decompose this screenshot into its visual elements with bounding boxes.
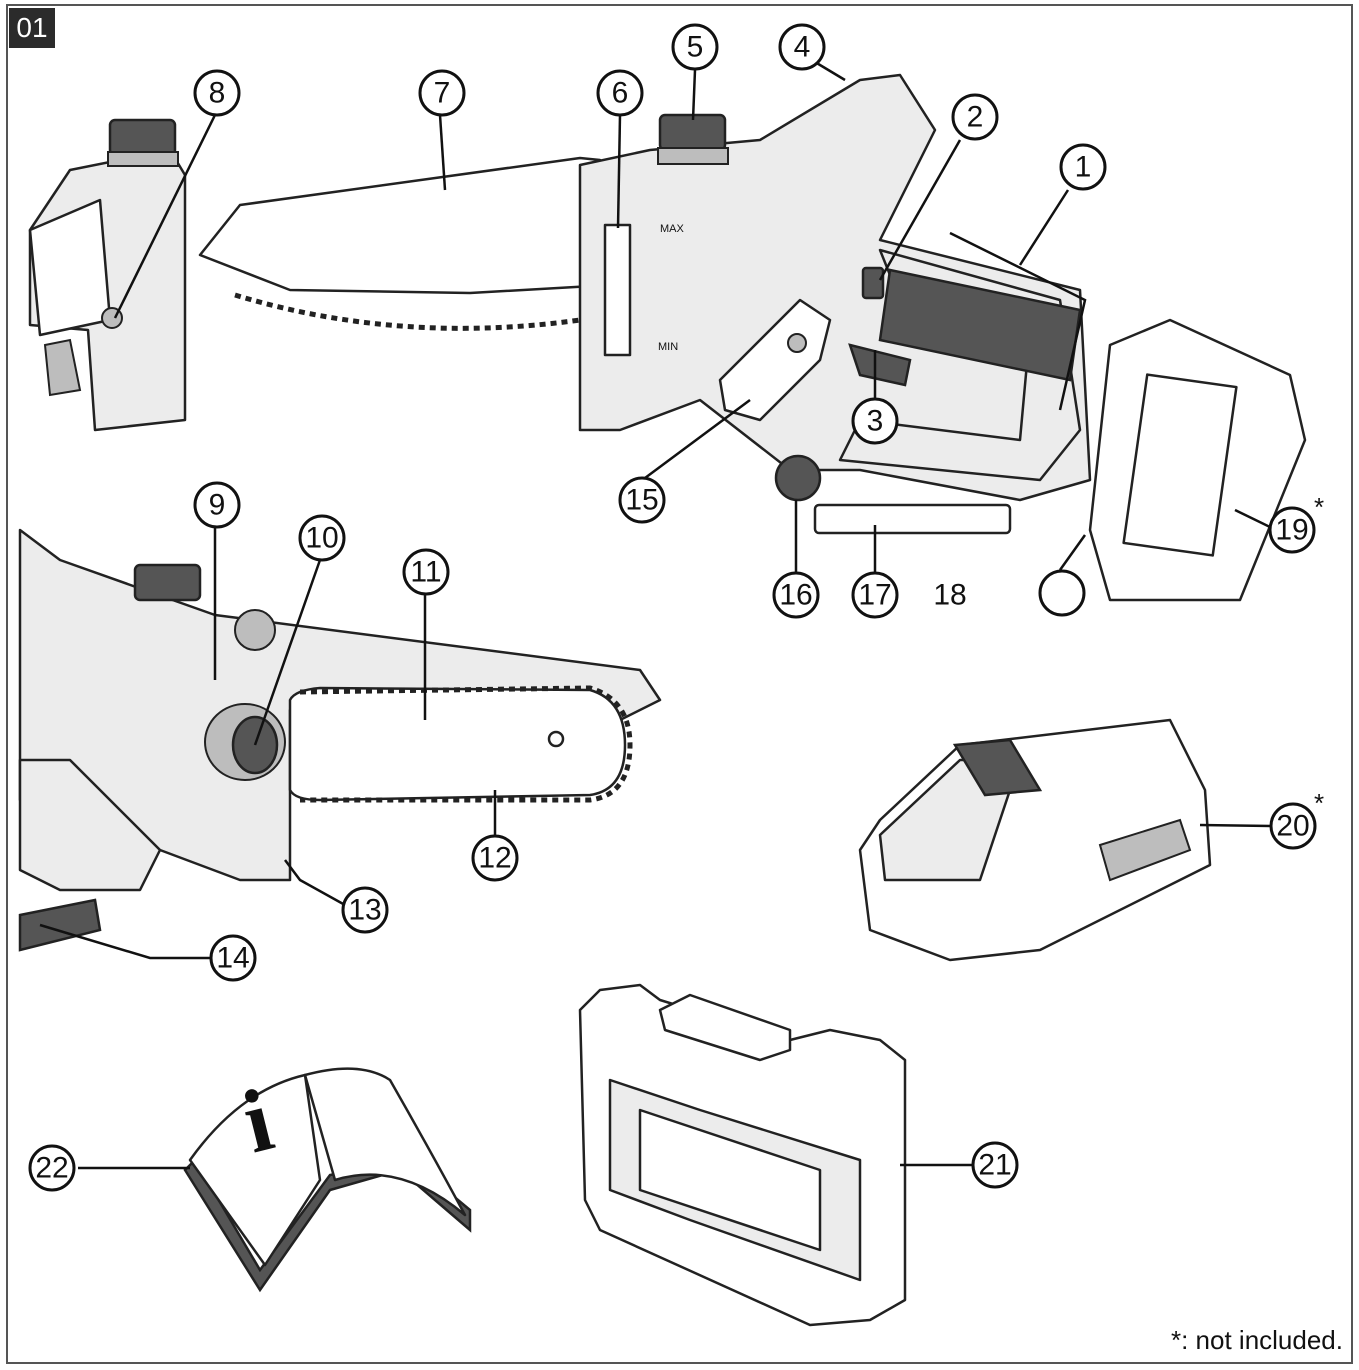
callout-15-label: 15 — [625, 484, 658, 517]
callout-18-empty — [1038, 569, 1086, 617]
callout-4-label: 4 — [794, 31, 811, 64]
callout-5-label: 5 — [687, 31, 704, 64]
callout-9: 9 — [193, 481, 241, 529]
chain-bar-detail-view — [18, 528, 662, 952]
oil-tank-side-view — [28, 118, 187, 432]
callout-6-label: 6 — [612, 77, 629, 110]
callout-12: 12 — [471, 834, 519, 882]
callout-20-label: 20 — [1276, 810, 1309, 843]
not-included-footnote: *: not included. — [1170, 1325, 1343, 1355]
callout-15: 15 — [618, 476, 666, 524]
callout-13-label: 13 — [348, 894, 381, 927]
callout-20-asterisk: * — [1314, 788, 1324, 818]
callout-8-label: 8 — [209, 77, 226, 110]
callout-17-label: 17 — [858, 579, 891, 612]
callout-19: 19 * — [1268, 492, 1324, 554]
callout-2: 2 — [951, 93, 999, 141]
callout-1-label: 1 — [1075, 151, 1092, 184]
callout-9-label: 9 — [209, 489, 226, 522]
callout-16-label: 16 — [779, 579, 812, 612]
callout-1: 1 — [1059, 143, 1107, 191]
callout-22-label: 22 — [35, 1152, 68, 1185]
oil-level-max-label: MAX — [660, 223, 685, 235]
chainsaw-with-guard-view: MAX MIN — [198, 73, 1307, 602]
callout-5: 5 — [671, 23, 719, 71]
callout-21: 21 — [971, 1141, 1019, 1189]
leader-lines — [39, 60, 1273, 1170]
callout-14: 14 — [209, 934, 257, 982]
carrying-case-view — [578, 983, 907, 1327]
callout-7-label: 7 — [434, 77, 451, 110]
figure-number-badge: 01 — [9, 8, 55, 48]
callout-21-label: 21 — [978, 1149, 1011, 1182]
callout-8: 8 — [193, 69, 241, 117]
callout-2-label: 2 — [967, 101, 984, 134]
callout-11: 11 — [402, 548, 450, 596]
callout-20: 20 * — [1269, 788, 1324, 850]
callout-22: 22 — [28, 1144, 76, 1192]
callout-3: 3 — [851, 397, 899, 445]
battery-charger-view — [858, 718, 1212, 962]
instruction-manual-icon: i — [183, 1067, 472, 1293]
callout-14-label: 14 — [216, 942, 249, 975]
callout-7: 7 — [418, 69, 466, 117]
oil-level-min-label: MIN — [658, 341, 678, 353]
callout-19-label: 19 — [1275, 514, 1308, 547]
callout-10-label: 10 — [305, 522, 338, 555]
callout-11-label: 11 — [410, 556, 441, 589]
callout-13: 13 — [341, 886, 389, 934]
callout-17: 17 — [851, 571, 899, 619]
callout-12-label: 12 — [478, 842, 511, 875]
callout-4: 4 — [778, 23, 826, 71]
callout-10: 10 — [298, 514, 346, 562]
callout-6: 6 — [596, 69, 644, 117]
callout-3-label: 3 — [867, 405, 884, 438]
callout-16: 16 — [772, 571, 820, 619]
figure-frame — [6, 4, 1353, 1364]
label-18: 18 — [933, 579, 966, 612]
callout-19-asterisk: * — [1314, 492, 1324, 522]
